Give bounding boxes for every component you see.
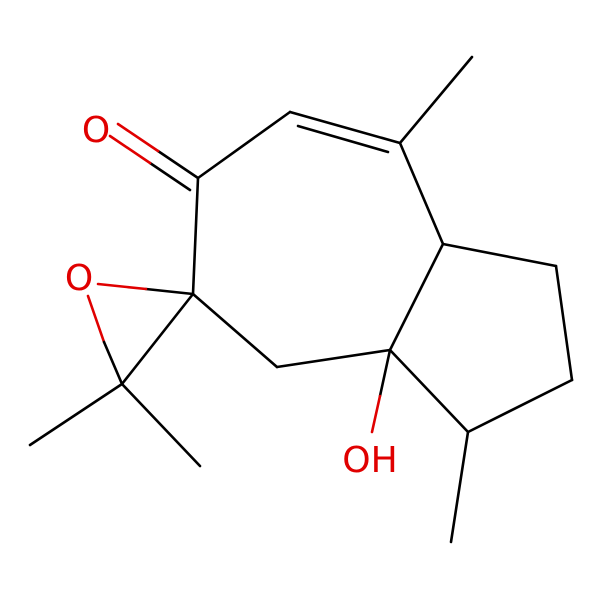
bond-c4-methyl [398,55,474,145]
bond-o-cq-o [86,294,106,344]
bond-c7-cq [120,292,195,386]
bond-c6-c5 [196,110,292,180]
bond-o-cq-c [102,340,124,386]
bond-c1-c8a [388,348,470,434]
bond-c8a-oh-c [378,348,392,398]
bond-carbonyl-c-half [156,149,200,180]
bond-c3-c2 [554,264,574,382]
bond-carbonyl-o-half [116,122,160,153]
bond-carbonyl-o-half-2 [108,134,152,165]
bond-c5-c4-double [296,124,390,154]
bond-c7-o-o [96,282,148,291]
bond-c8a-c8 [275,348,392,369]
bond-c1-methyl [449,430,470,544]
bond-c8-c7 [191,292,279,369]
bond-c7-o-c [144,287,195,296]
ketone-oxygen-label: O [82,110,110,151]
bond-c5-c4 [288,110,402,145]
hydroxyl-label: OH [342,440,397,481]
bond-cq-methyl-right [120,382,202,468]
epoxide-oxygen-label: O [65,258,93,299]
bond-cq-methyl-left [28,382,124,447]
bond-carbonyl-c-half-2 [148,161,192,192]
bond-c8a-oh-o [370,394,382,434]
bond-c4-c3a [398,141,445,246]
bond-c2-c1 [466,378,574,434]
bond-c7-c6 [191,176,200,296]
bond-c3a-c3 [441,242,558,268]
bond-c3a-c8a [388,242,445,352]
